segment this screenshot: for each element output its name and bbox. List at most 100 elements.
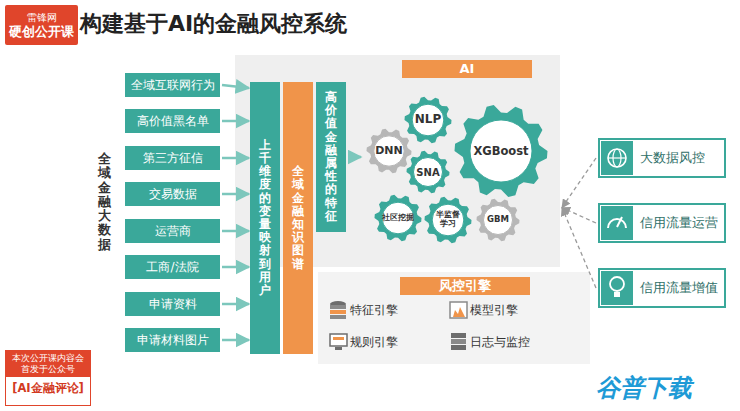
node-text: XGBoost — [473, 145, 528, 158]
engine-zone-ground — [318, 272, 590, 364]
node-text: SNA — [416, 167, 439, 178]
node-text: 第三方征信 — [143, 150, 203, 167]
node-text: 特征引擎 — [350, 302, 398, 319]
node-text: 信用流量运营 — [640, 215, 718, 232]
database-icon — [330, 310, 346, 314]
node-text: 交易数据 — [149, 186, 197, 203]
outcome-box: 信用流量增值 — [598, 268, 726, 308]
monitor-icon — [330, 334, 347, 346]
icon-tile — [601, 141, 633, 175]
flow-arrow — [222, 303, 249, 306]
source-box: 申请资料 — [125, 292, 220, 316]
gear-hub — [412, 104, 444, 136]
ai-panel: AINLPDNNXGBoostSNA社区挖掘半监督学习GBM — [362, 55, 560, 267]
node-text: 全域金融知识图谱 — [292, 165, 304, 271]
node-text: 大数据风控 — [640, 150, 705, 167]
database-icon — [330, 305, 346, 309]
icon-tile — [601, 271, 633, 305]
node-text: 雷锋网 — [27, 11, 57, 24]
dashed-link — [562, 208, 596, 288]
node-text: [AI金融评论] — [12, 381, 84, 396]
source-box: 交易数据 — [125, 182, 220, 206]
window-icon — [450, 302, 467, 318]
gear-teeth — [405, 97, 452, 143]
model-gear: GBM — [476, 198, 520, 242]
server-icon — [451, 345, 466, 350]
flow-arrow — [222, 266, 249, 269]
node-text: 申请资料 — [149, 296, 197, 313]
icon-tile — [601, 206, 633, 240]
engine-panel: 风控引擎特征引擎 模型引擎规则引擎 日志与监控 — [318, 272, 590, 364]
flow-arrow — [222, 157, 249, 160]
outcome-box: 信用流量运营 — [598, 203, 726, 243]
node-text: 工商/法院 — [146, 259, 198, 276]
side-label: 全域金融大数据 — [98, 152, 111, 252]
model-gear: XGBoost — [454, 104, 548, 198]
node-text: 高价值金融属性的特征 — [325, 91, 337, 223]
panel-header: AI — [402, 60, 532, 78]
feature-band: 高价值金融属性的特征 — [316, 82, 346, 232]
outcome-box: 大数据风控 — [598, 138, 726, 178]
node-text: 规则引擎 — [350, 334, 398, 351]
source-box: 运营商 — [125, 219, 220, 243]
dashed-link — [562, 158, 596, 208]
gear-hub — [374, 136, 404, 166]
node-text: 本次公开课内容会首发于公众号 — [6, 351, 90, 377]
flow-arrow — [222, 120, 249, 123]
source-box: 第三方征信 — [125, 146, 220, 170]
bulb-icon — [610, 277, 624, 291]
globe-icon — [608, 157, 626, 158]
gear-hub — [432, 204, 464, 236]
node-text: 运营商 — [155, 223, 191, 240]
node-text: 全域互联网行为 — [131, 77, 215, 94]
gauge-icon — [617, 217, 622, 227]
monitor-icon — [335, 347, 342, 350]
gear-teeth — [367, 129, 412, 173]
node-text: 社区挖掘 — [382, 214, 414, 222]
flow-arrow — [222, 230, 249, 233]
node-text: GBM — [487, 215, 509, 224]
model-gear: 社区挖掘 — [374, 194, 422, 242]
server-icon — [451, 339, 466, 344]
gear-teeth — [407, 151, 450, 193]
node-text: 信用流量增值 — [640, 280, 718, 297]
engine-item: 模型引擎 — [470, 300, 542, 320]
knowledge-graph-band: 全域金融知识图谱 — [283, 82, 313, 354]
gear-hub — [483, 205, 512, 234]
gear-hub — [413, 157, 442, 186]
panel-header: 风控引擎 — [400, 277, 530, 295]
flow-arrow — [348, 156, 361, 159]
notice-box: 本次公开课内容会首发于公众号 [AI金融评论] — [5, 350, 91, 406]
flow-arrow — [222, 339, 249, 342]
gear-teeth — [425, 197, 472, 243]
watermark: 谷普下载 — [596, 372, 692, 404]
bulb-icon — [614, 292, 620, 297]
node-text: 高价值黑名单 — [137, 113, 209, 130]
engine-item: 特征引擎 — [350, 300, 422, 320]
gear-teeth — [477, 199, 520, 241]
flame-icon — [453, 307, 465, 317]
node-text: 硬创公开课 — [9, 24, 74, 40]
node-text: 半监督学习 — [435, 211, 461, 229]
source-box: 高价值黑名单 — [125, 109, 220, 133]
model-gear: 半监督学习 — [424, 196, 472, 244]
server-icon — [451, 333, 466, 338]
gear-hub — [382, 202, 414, 234]
brand-badge: 雷锋网硬创公开课 — [5, 5, 78, 45]
source-box: 申请材料图片 — [125, 328, 220, 352]
engine-item: 日志与监控 — [470, 332, 550, 352]
model-gear: SNA — [406, 150, 450, 194]
database-icon — [330, 315, 346, 319]
gear-hub — [470, 120, 532, 182]
engine-item: 规则引擎 — [350, 332, 422, 352]
source-box: 全域互联网行为 — [125, 73, 220, 97]
globe-icon — [608, 149, 626, 167]
gear-teeth — [455, 105, 548, 197]
monitor-icon — [333, 337, 344, 340]
gear-teeth — [375, 195, 422, 241]
node-text: 模型引擎 — [470, 302, 518, 319]
flow-arrow — [222, 193, 249, 196]
